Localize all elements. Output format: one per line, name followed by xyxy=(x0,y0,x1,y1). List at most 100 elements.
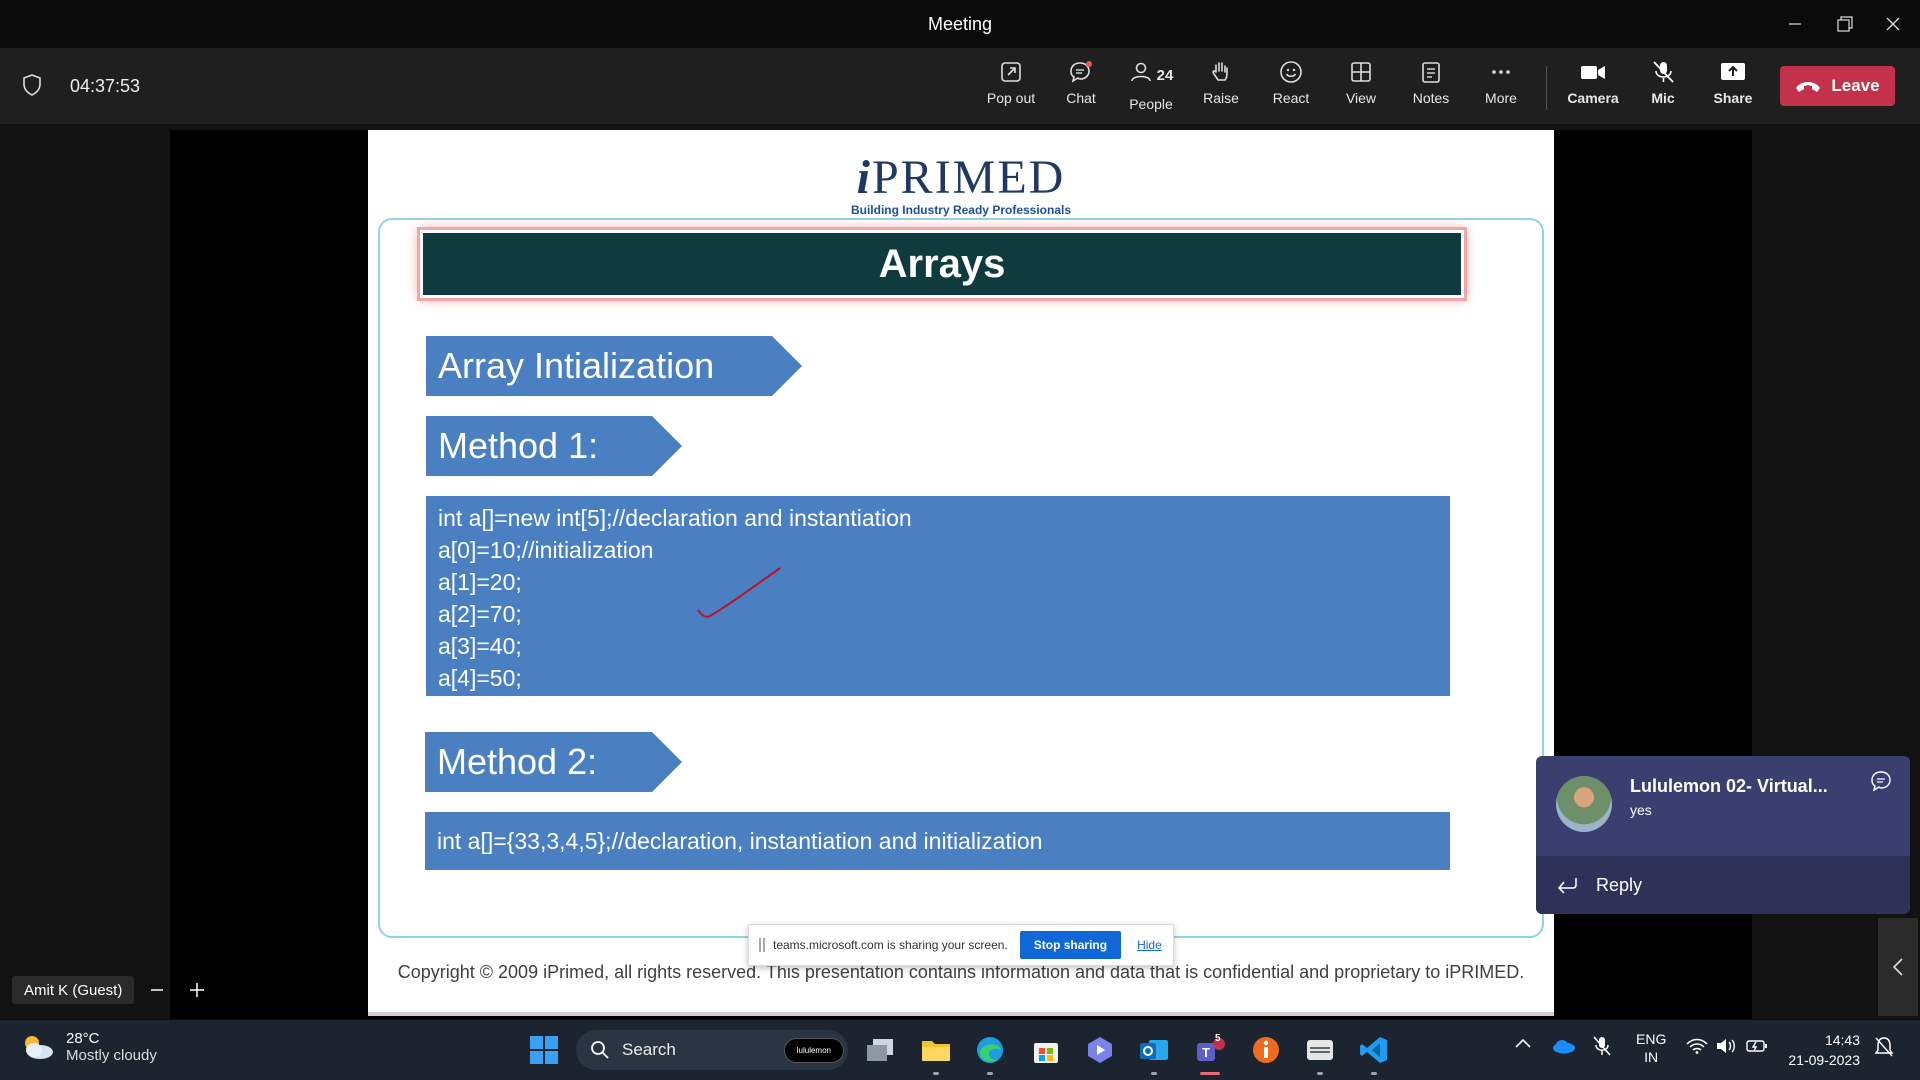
reply-button[interactable]: Reply xyxy=(1536,856,1910,914)
task-view-button[interactable] xyxy=(862,1032,898,1068)
teams-button[interactable]: T 5 xyxy=(1192,1032,1228,1068)
drag-handle-icon[interactable] xyxy=(759,938,765,952)
code-line: a[2]=70; xyxy=(438,601,522,627)
camera-button[interactable]: Camera xyxy=(1560,60,1626,118)
popout-button[interactable]: Pop out xyxy=(978,60,1044,118)
hide-link[interactable]: Hide xyxy=(1137,938,1162,952)
notes-button[interactable]: Notes xyxy=(1398,60,1464,118)
hang-up-icon xyxy=(1796,82,1821,92)
edge-icon xyxy=(977,1037,1003,1063)
weather-condition: Mostly cloudy xyxy=(66,1047,157,1064)
avatar xyxy=(1556,776,1612,832)
people-button[interactable]: 24 People xyxy=(1118,60,1184,118)
tray-overflow-button[interactable] xyxy=(1514,1036,1532,1053)
folder-icon xyxy=(922,1041,950,1061)
slide-title: Arrays xyxy=(878,241,1006,286)
people-count: 24 xyxy=(1156,66,1174,84)
language-indicator[interactable]: ENG IN xyxy=(1636,1031,1667,1065)
slide-bottom-border xyxy=(368,1012,1554,1016)
toolbar-divider xyxy=(1546,66,1547,110)
ellipsis-icon xyxy=(1492,70,1510,74)
presentation-slide: iPRIMED Building Industry Ready Professi… xyxy=(368,130,1554,1016)
close-button[interactable] xyxy=(1870,8,1916,40)
chevron-left-icon xyxy=(1892,958,1903,976)
battery-icon xyxy=(1746,1040,1767,1052)
stop-sharing-button[interactable]: Stop sharing xyxy=(1019,931,1122,959)
toast-message: yes xyxy=(1630,802,1652,818)
clock-time: 14:43 xyxy=(1824,1032,1860,1048)
window-title: Meeting xyxy=(927,14,993,34)
app-button[interactable] xyxy=(1302,1032,1338,1068)
method2-code-box: int a[]={33,3,4,5};//declaration, instan… xyxy=(425,812,1450,870)
battery-button[interactable] xyxy=(1746,1038,1768,1057)
svg-text:T: T xyxy=(1202,1045,1210,1060)
participant-name: Amit K (Guest) xyxy=(12,976,135,1004)
leave-button[interactable]: Leave xyxy=(1780,66,1895,106)
more-button[interactable]: More xyxy=(1468,60,1534,118)
play-hexagon-icon xyxy=(1088,1037,1112,1063)
zoom-out-button[interactable] xyxy=(140,976,174,1004)
volume-button[interactable] xyxy=(1716,1038,1736,1057)
cloud-icon xyxy=(1553,1040,1575,1054)
minimize-button[interactable] xyxy=(1772,8,1818,40)
side-panel-toggle[interactable] xyxy=(1878,918,1918,1016)
wifi-button[interactable] xyxy=(1686,1038,1708,1057)
mic-button[interactable]: Mic xyxy=(1630,60,1696,118)
notification-bell-button[interactable] xyxy=(1874,1036,1894,1061)
outlook-button[interactable] xyxy=(1136,1032,1172,1068)
method2-heading: Method 2: xyxy=(425,732,682,792)
raise-hand-button[interactable]: Raise xyxy=(1188,60,1254,118)
chat-button[interactable]: Chat xyxy=(1048,60,1114,118)
method1-code-box: int a[]=new int[5];//declaration and ins… xyxy=(426,496,1450,696)
active-app-indicator xyxy=(1200,1072,1220,1075)
slide-copyright: Copyright © 2009 iPrimed, all rights res… xyxy=(397,962,1525,982)
vscode-button[interactable] xyxy=(1356,1032,1392,1068)
checkmark-annotation-icon xyxy=(697,567,781,618)
raise-hand-icon xyxy=(1212,62,1228,81)
smiley-icon xyxy=(1280,61,1302,83)
react-button[interactable]: React xyxy=(1258,60,1324,118)
running-indicator xyxy=(1151,1072,1157,1075)
edge-browser-button[interactable] xyxy=(972,1032,1008,1068)
weather-temperature: 28°C xyxy=(66,1030,100,1047)
layout-icon xyxy=(1351,62,1371,82)
zoom-in-button[interactable] xyxy=(180,976,214,1004)
taskbar-clock[interactable]: 14:43 21-09-2023 xyxy=(1780,1030,1860,1070)
screen-sharing-bar: teams.microsoft.com is sharing your scre… xyxy=(748,924,1174,966)
code-line: a[0]=10;//initialization xyxy=(438,537,654,563)
logo-tagline: Building Industry Ready Professionals xyxy=(850,203,1072,217)
taskbar-search[interactable]: Search lululemon xyxy=(576,1030,848,1070)
search-highlight-badge: lululemon xyxy=(783,1037,844,1063)
iprimed-logo: iPRIMED Building Industry Ready Professi… xyxy=(368,150,1554,217)
start-button[interactable] xyxy=(526,1032,562,1068)
file-explorer-button[interactable] xyxy=(918,1032,954,1068)
weather-widget[interactable]: 28°C Mostly cloudy xyxy=(20,1030,157,1064)
people-icon xyxy=(1130,62,1151,82)
windows-taskbar: 28°C Mostly cloudy Search lululemon xyxy=(0,1020,1920,1080)
teams-badge: 5 xyxy=(1215,1033,1221,1044)
store-icon xyxy=(1034,1043,1058,1063)
mic-muted-icon xyxy=(1593,1036,1611,1056)
notes-icon xyxy=(1422,62,1440,83)
mic-tray-button[interactable] xyxy=(1592,1034,1612,1061)
plus-icon xyxy=(190,983,204,997)
restore-button[interactable] xyxy=(1822,8,1868,40)
power-automate-button[interactable] xyxy=(1082,1032,1118,1068)
running-indicator xyxy=(987,1072,993,1075)
view-button[interactable]: View xyxy=(1328,60,1394,118)
toast-sender: Lululemon 02- Virtual... xyxy=(1630,776,1828,796)
mic-muted-icon xyxy=(1653,61,1674,83)
info-app-button[interactable] xyxy=(1248,1032,1284,1068)
share-button[interactable]: Share xyxy=(1700,60,1766,118)
onedrive-button[interactable] xyxy=(1552,1038,1576,1057)
microsoft-store-button[interactable] xyxy=(1028,1032,1064,1068)
code-line: int a[]=new int[5];//declaration and ins… xyxy=(438,505,912,531)
chat-notification[interactable]: Lululemon 02- Virtual... yes Reply xyxy=(1536,756,1910,914)
close-icon xyxy=(1886,17,1900,31)
share-screen-icon xyxy=(1721,63,1745,80)
chat-icon[interactable] xyxy=(1870,770,1892,797)
popout-icon xyxy=(1001,62,1021,82)
meeting-timer: 04:37:53 xyxy=(70,76,141,96)
outlook-icon xyxy=(1140,1040,1168,1060)
